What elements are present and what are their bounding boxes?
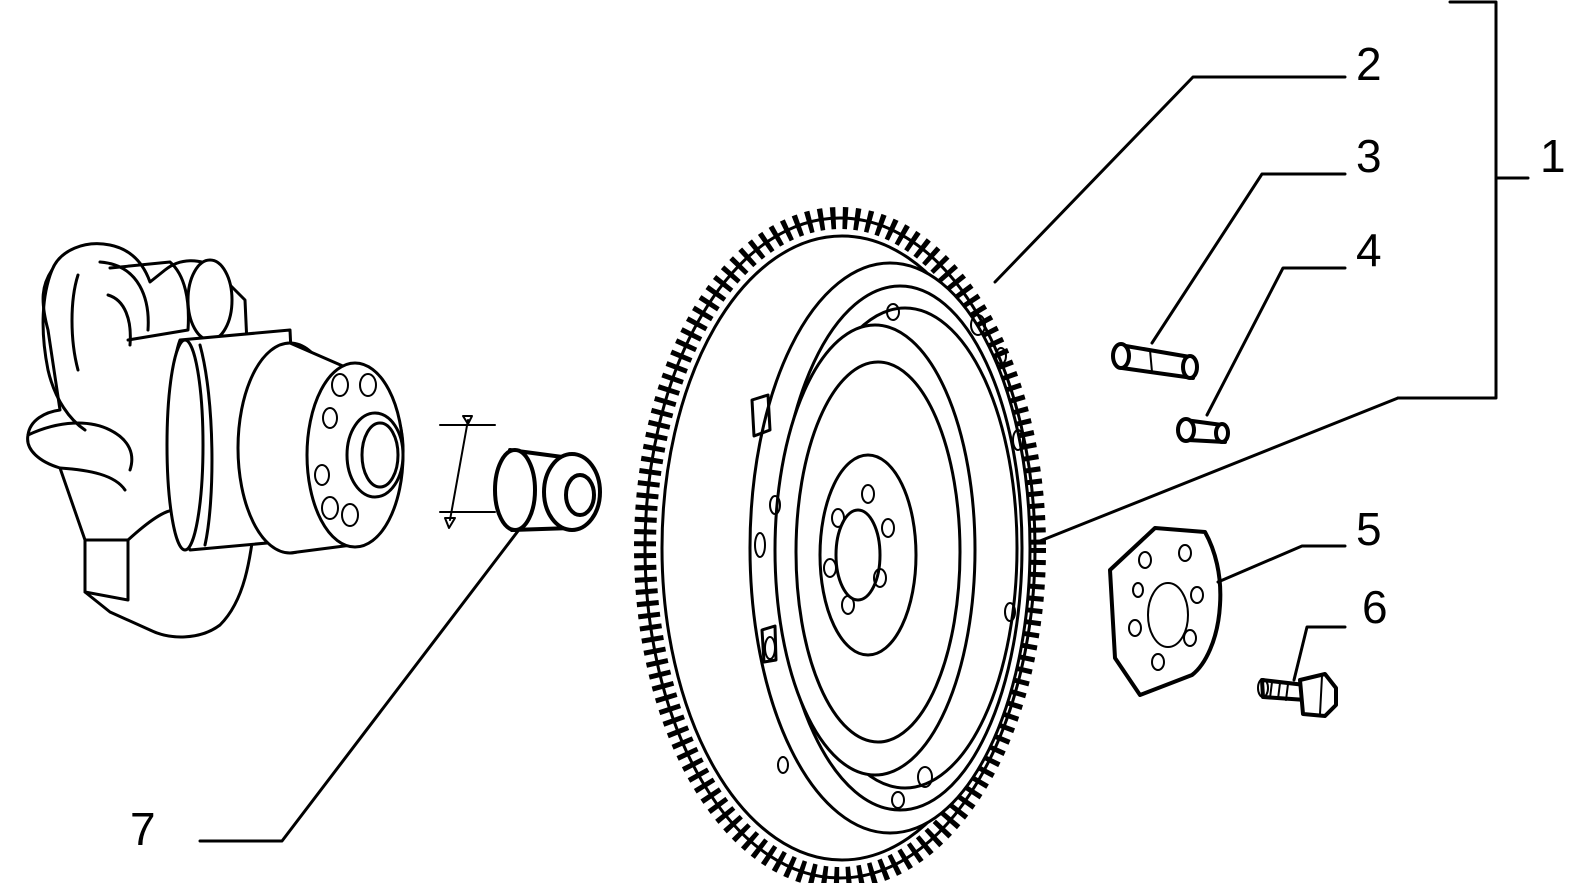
part-labels: 1 2 3 4 5 6 7 [130, 38, 1566, 855]
label-bushing: 4 [1356, 224, 1382, 276]
label-bolt: 6 [1362, 581, 1388, 633]
label-dowel-pin: 3 [1356, 130, 1382, 182]
leader-lines [198, 0, 1530, 843]
spigot-bearing [439, 415, 602, 532]
label-plate: 5 [1356, 503, 1382, 555]
plate [1108, 526, 1223, 697]
flywheel [634, 207, 1046, 883]
dowel-pin [1111, 342, 1199, 380]
label-group: 1 [1540, 130, 1566, 182]
bushing [1176, 417, 1230, 444]
crankshaft [26, 242, 405, 639]
label-ring-gear: 2 [1356, 38, 1382, 90]
label-spigot-bearing: 7 [130, 803, 156, 855]
bolt [1257, 672, 1338, 718]
